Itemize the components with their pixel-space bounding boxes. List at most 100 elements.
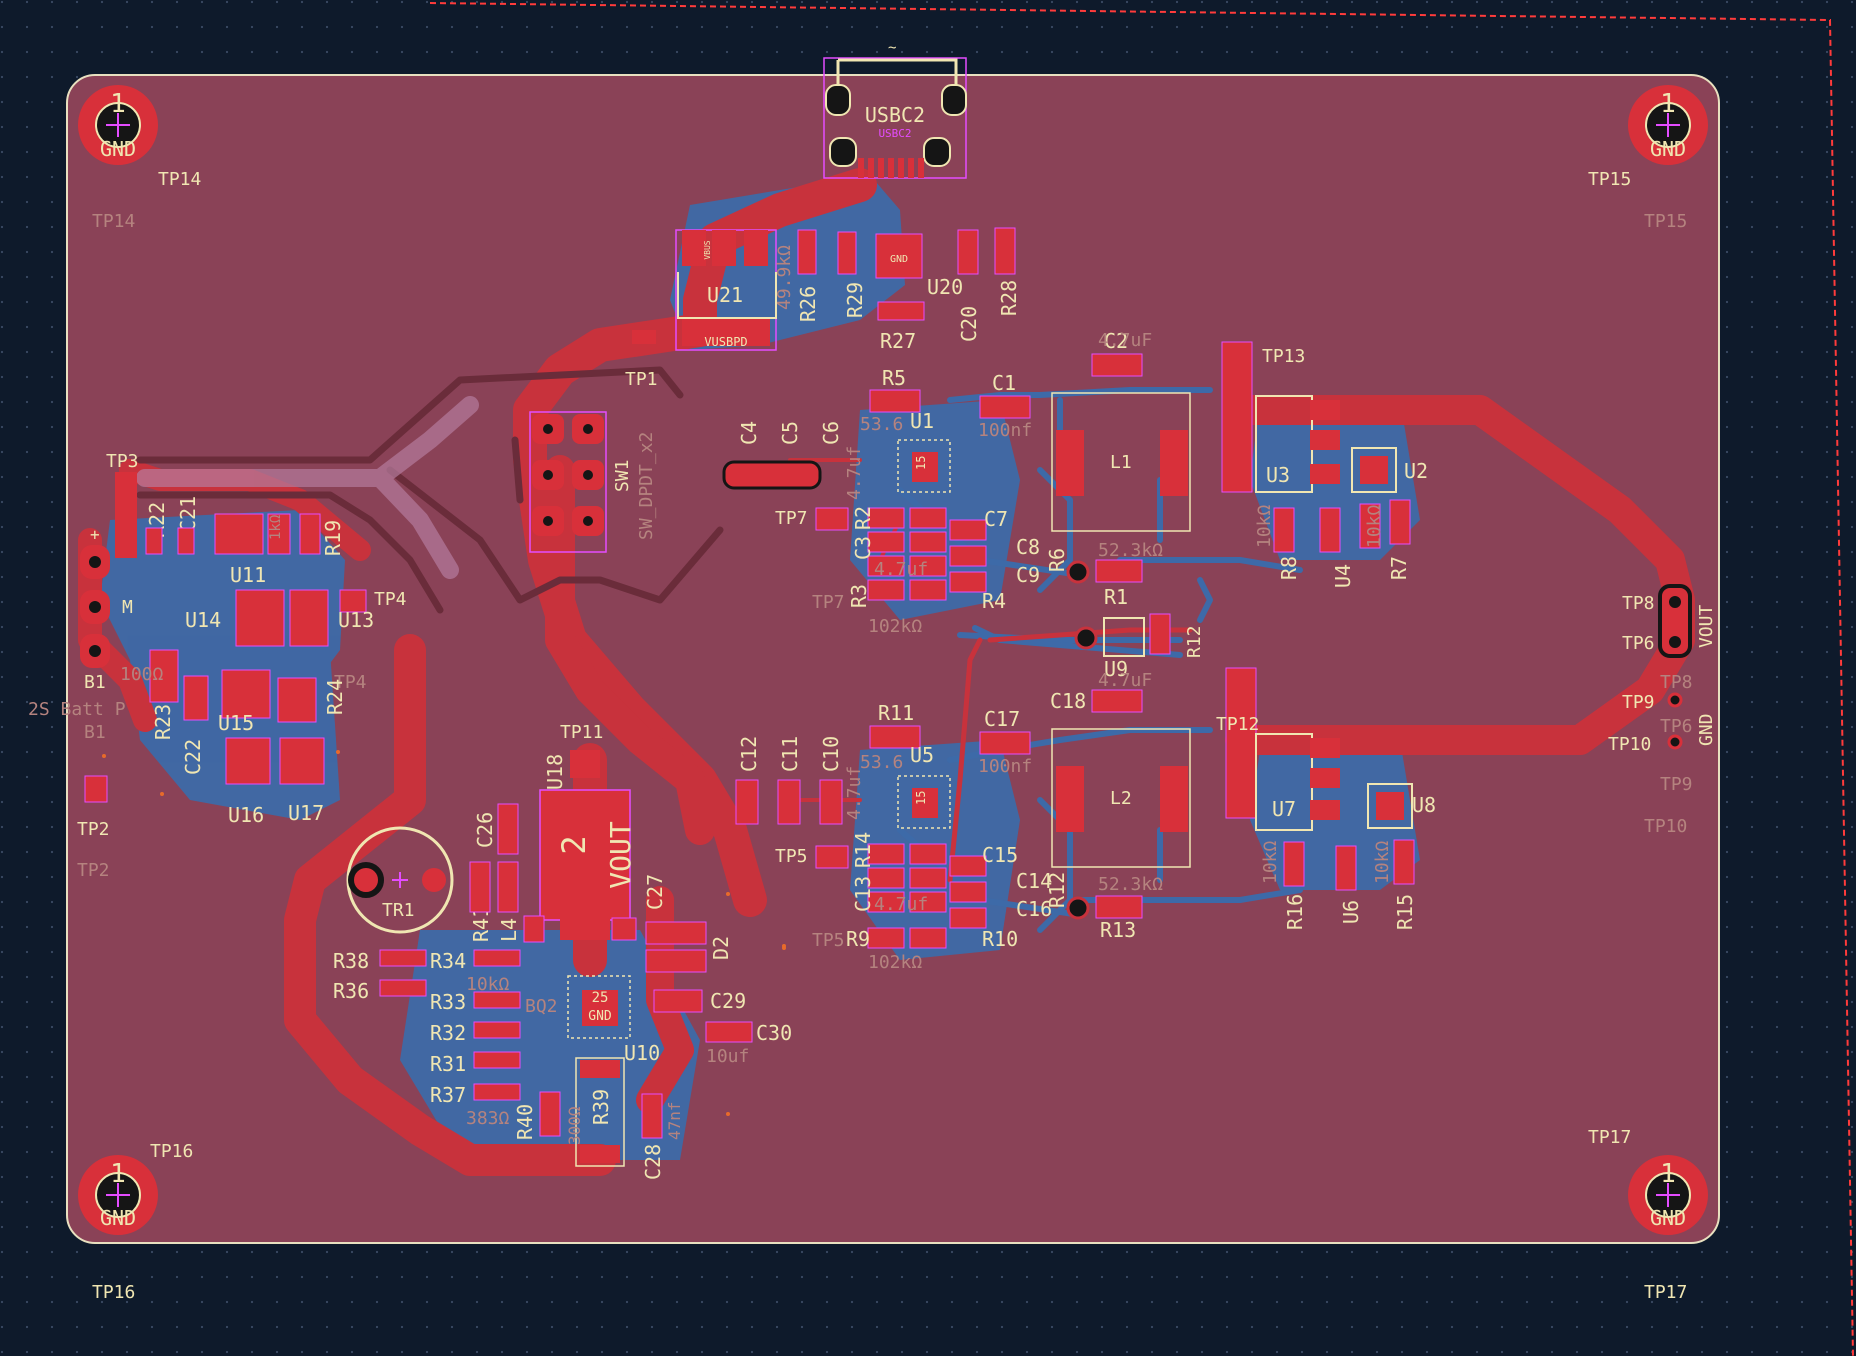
- u2-ic[interactable]: [1351, 447, 1397, 493]
- passive-c20[interactable]: [957, 229, 979, 275]
- u21-footprint[interactable]: U21 VUSBPD VBUS: [675, 229, 777, 351]
- r11-ref: R11: [878, 701, 914, 725]
- corner-pad-tr[interactable]: 1 GND: [1628, 85, 1708, 165]
- tp5-pad[interactable]: [815, 845, 849, 869]
- tp13-pad[interactable]: [1221, 341, 1253, 493]
- c30-value: 10uf: [706, 1046, 749, 1067]
- c17-passive[interactable]: [979, 731, 1031, 755]
- b1-m: M: [122, 597, 133, 618]
- u5-ref: U5: [910, 743, 934, 767]
- u18-regulator[interactable]: [539, 750, 631, 940]
- u1-passives[interactable]: [867, 507, 1143, 601]
- usbc2-ref: USBC2: [865, 103, 925, 127]
- u20-footprint[interactable]: GND: [875, 233, 923, 279]
- c16-ref: C16: [1016, 897, 1052, 921]
- left-cluster-components[interactable]: [145, 513, 367, 785]
- u14-ref: U14: [185, 608, 221, 632]
- tp10-ref: TP10: [1608, 734, 1651, 755]
- c18-passive[interactable]: [1091, 689, 1143, 713]
- b1-connector[interactable]: [80, 545, 110, 668]
- c15-ref: C15: [982, 843, 1018, 867]
- b1-ref: B1: [84, 672, 106, 693]
- u10-charger[interactable]: [567, 975, 631, 1039]
- r11-passive[interactable]: [869, 725, 921, 749]
- corner-pad-br[interactable]: 1 GND: [1628, 1155, 1708, 1235]
- passive-r27[interactable]: [877, 301, 925, 321]
- usbc2-fab: USBC2: [878, 127, 911, 140]
- u7-passives[interactable]: [1283, 839, 1415, 891]
- tp8-ref: TP8: [1622, 593, 1655, 614]
- r8-value: 10kΩ: [1254, 504, 1275, 548]
- resistor-ladder[interactable]: [379, 949, 521, 1101]
- tp7-pad[interactable]: [815, 507, 849, 531]
- u7-ic[interactable]: [1255, 733, 1340, 831]
- r39-footprint[interactable]: [575, 1057, 625, 1167]
- passive-r26[interactable]: [797, 229, 817, 275]
- r26-ref: R26: [796, 286, 820, 322]
- corner-pad-tl[interactable]: 1 GND: [78, 85, 158, 165]
- u8-ic[interactable]: [1367, 783, 1413, 829]
- r34-ref: R34: [430, 949, 466, 973]
- u18-passives[interactable]: [469, 803, 707, 973]
- u4-ref: U4: [1331, 564, 1355, 588]
- tp2-pad[interactable]: [84, 775, 108, 803]
- r36-ref: R36: [333, 979, 369, 1003]
- c13-ref: C13: [851, 876, 875, 912]
- r3-ref: R3: [847, 584, 871, 608]
- c1-passive[interactable]: [979, 395, 1031, 419]
- tp1-pad[interactable]: [632, 330, 656, 344]
- l1-ref: L1: [1110, 452, 1132, 473]
- usbc2-footprint[interactable]: USBC2 USBC2: [823, 57, 967, 179]
- u10-passives[interactable]: [539, 989, 753, 1139]
- u5-passives[interactable]: [867, 843, 1143, 949]
- sw1-switch[interactable]: [529, 411, 607, 553]
- l1-inductor[interactable]: [1051, 392, 1191, 532]
- u3-passives[interactable]: [1273, 499, 1411, 553]
- u10-bq: BQ2: [525, 996, 558, 1017]
- u1-ic[interactable]: [897, 439, 951, 493]
- l2-inductor[interactable]: [1051, 728, 1191, 868]
- r31-ref: R31: [430, 1052, 466, 1076]
- c10-c12-caps[interactable]: [735, 779, 843, 825]
- vout-connector[interactable]: [1658, 584, 1692, 750]
- c14-ref: C14: [1016, 869, 1052, 893]
- r37-ref: R37: [430, 1083, 466, 1107]
- u1-ref: U1: [910, 409, 934, 433]
- r9-value: 102kΩ: [868, 952, 922, 973]
- tp4-fab: TP4: [334, 672, 367, 693]
- tp12-pad[interactable]: [1225, 667, 1257, 819]
- r5-passive[interactable]: [869, 389, 921, 413]
- gnd-side-label: GND: [1696, 713, 1717, 746]
- u13-ref: U13: [338, 608, 374, 632]
- r33-ref: R33: [430, 990, 466, 1014]
- c4-c6-caps[interactable]: [722, 460, 822, 490]
- fab-tp15: TP15: [1644, 211, 1687, 232]
- u9-ic[interactable]: [1074, 613, 1171, 657]
- u3-ic[interactable]: [1255, 395, 1340, 493]
- r6-ref: R6: [1045, 548, 1069, 572]
- u1-pad: 15: [914, 456, 928, 470]
- u20-gnd: GND: [890, 254, 908, 265]
- tr1-thermistor[interactable]: [346, 826, 454, 934]
- u5-ic[interactable]: [897, 775, 951, 829]
- u10-pad: 25: [592, 990, 609, 1006]
- r10-ref: R10: [982, 927, 1018, 951]
- c1-ref: C1: [992, 371, 1016, 395]
- tp13-ref: TP13: [1262, 346, 1305, 367]
- u5-pad: 15: [914, 791, 928, 805]
- page-border: [429, 2, 1854, 1356]
- passive-r28[interactable]: [994, 227, 1016, 275]
- tp3-pad[interactable]: [115, 472, 137, 558]
- r1k-value: 1kΩ: [268, 515, 284, 540]
- inner-layer-traces: [136, 366, 724, 614]
- corner-pad-net: GND: [1650, 137, 1686, 161]
- marker-top: ~: [888, 40, 896, 56]
- passive-r29[interactable]: [837, 231, 857, 275]
- corner-pad-net: GND: [100, 1206, 136, 1230]
- tr1-ref: TR1: [382, 900, 415, 921]
- via-r12: [1066, 896, 1090, 920]
- c2-passive[interactable]: [1091, 353, 1143, 377]
- corner-pad-bl[interactable]: 1 GND: [78, 1155, 158, 1235]
- u15-ref: U15: [218, 711, 254, 735]
